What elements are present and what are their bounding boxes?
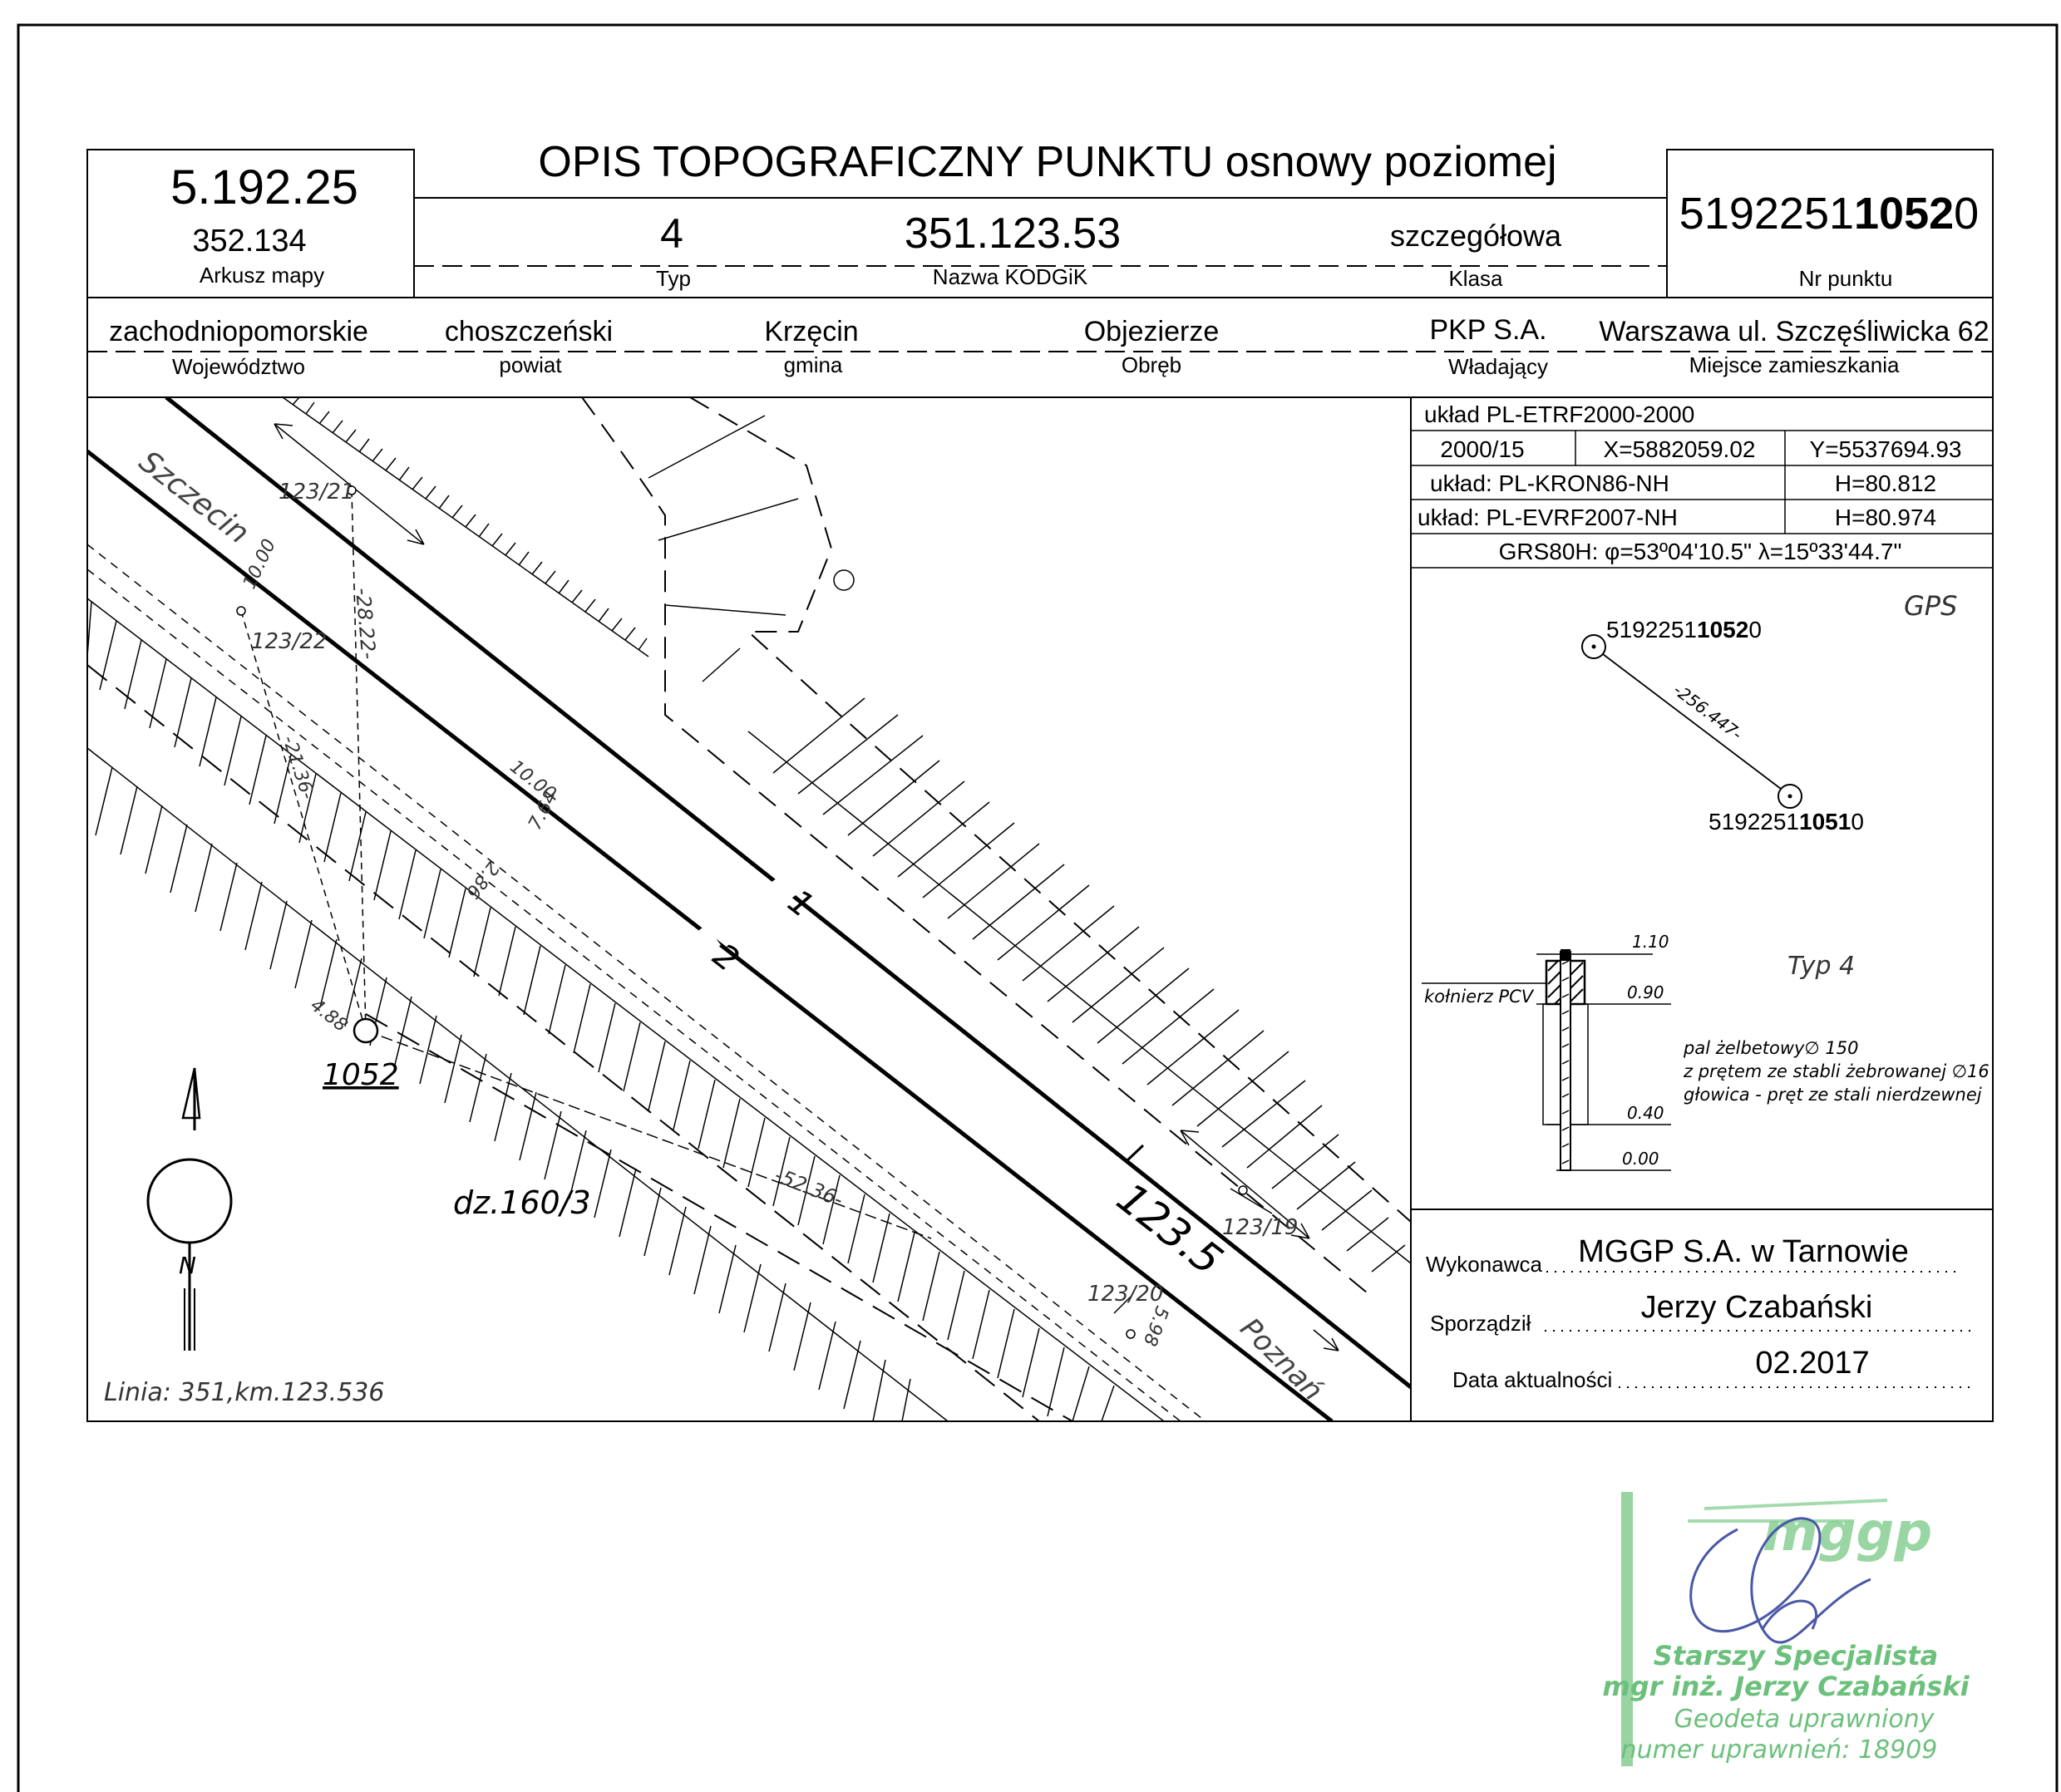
owner: PKP S.A. [1429,314,1546,346]
contractor-label: Wykonawca [1426,1252,1542,1277]
page-title: OPIS TOPOGRAFICZNY PUNKTU osnowy poziome… [538,138,1556,186]
kron-system: układ: PL-KRON86-NH [1430,470,1669,496]
mark-desc-3: głowica - pręt ze stali nierdzewnej [1684,1085,1982,1105]
point-1052-marker [353,1017,379,1044]
evrf-height: H=80.974 [1835,505,1936,530]
stamp-line-1: Starszy Specjalista [1654,1640,1938,1671]
mark-h040: 0.40 [1627,1103,1664,1123]
mark-h090: 0.90 [1627,982,1664,1002]
stamp-line-2: mgr inż. Jerzy Czabański [1602,1671,1970,1702]
author-label: Sporządził [1430,1311,1531,1336]
label-2136: -21.36- [278,733,318,802]
gps-point-a [1581,634,1606,659]
type-label: Typ [656,266,691,291]
approval-stamp: mggp Starszy Specjalista mgr inż. Jerzy … [1602,1492,1970,1766]
stamp-line-3: Geodeta uprawniony [1674,1705,1935,1734]
label-2822: -28.22- [351,587,380,660]
kron-height: H=80.812 [1835,470,1936,496]
precinct: Objezierze [1084,316,1220,347]
slope-hatch-top [292,397,648,651]
mark-type-label: Typ 4 [1787,952,1855,981]
commune-label: gmina [784,352,843,377]
coord-x: X=5882059.02 [1604,436,1756,462]
stamp-logo: mggp [1763,1502,1932,1563]
map-sheet-label: Arkusz mapy [200,263,324,288]
commune: Krzęcin [764,316,858,347]
embankment-hatch-2 [95,766,911,1421]
mark-desc-1: pal żelbetowy∅ 150 [1683,1038,1858,1058]
kodgik-label: Nazwa KODGiK [933,264,1088,289]
label-point-1052: 1052 [323,1058,399,1092]
map-sheet-sub: 352.134 [192,224,306,258]
evrf-system: układ: PL-EVRF2007-NH [1418,505,1678,530]
mark-h110: 1.10 [1632,932,1669,952]
label-parcel: dz.160/3 [453,1184,591,1221]
map-sheet-main: 5.192.25 [170,160,358,214]
label-123-22: 123/22 [251,629,327,654]
gps-label: GPS [1904,590,1957,622]
contractor: MGGP S.A. w Tarnowie [1578,1234,1909,1269]
label-286: 2.86 [461,857,503,902]
point-number-label: Nr punktu [1799,266,1893,291]
north-label: N [179,1252,196,1279]
label-488: 4.88 [306,995,351,1036]
county: choszczeński [445,316,613,347]
label-123-21: 123/21 [279,480,354,505]
mark-collar: kołnierz PCV [1424,987,1535,1007]
voivodeship-label: Województwo [172,354,305,379]
gps-point-a-label: 519225110520 [1606,617,1762,642]
coord-system: układ PL-ETRF2000-2000 [1424,401,1694,427]
point-number: 519225110520 [1679,189,1979,239]
label-poznan: Poznań [1234,1312,1329,1407]
gps-point-b-label: 519225110510 [1708,809,1864,834]
date-label: Data aktualności [1452,1367,1612,1392]
embankment-hatch-1 [87,601,1115,1421]
gps-point-b [1777,784,1802,809]
stamp-line-4: numer uprawnień: 18909 [1621,1735,1938,1765]
update-date: 02.2017 [1755,1346,1869,1381]
north-arrow-icon [146,1067,233,1351]
label-line-info: Linia: 351,km.123.536 [104,1378,384,1407]
precinct-label: Obręb [1122,352,1181,377]
owner-label: Władający [1448,354,1548,379]
mark-type-diagram [1422,949,1671,1171]
mark-h000: 0.00 [1622,1149,1659,1169]
label-123-20: 123/20 [1087,1282,1163,1307]
slope-hatch-right [772,697,1406,1273]
coord-y: Y=5537694.93 [1810,436,1962,462]
mark-desc-2: z prętem ze stabli żebrowanej ∅16 [1683,1061,1990,1081]
residence-label: Miejsce zamieszkania [1689,352,1900,377]
voivodeship: zachodniopomorskie [109,316,368,347]
author: Jerzy Czabański [1641,1290,1873,1325]
class-value: szczegółowa [1390,219,1562,253]
label-1000-a: 10.00 [239,536,280,593]
type-value: 4 [660,210,683,257]
kodgik-value: 351.123.53 [905,209,1121,258]
grs-coordinates: GRS80H: φ=53º04'10.5" λ=15º33'44.7" [1499,539,1902,564]
coord-zone: 2000/15 [1440,436,1524,462]
residence: Warszawa ul. Szczęśliwicka 62 [1599,316,1989,347]
label-123-19: 123/19 [1222,1215,1298,1240]
county-label: powiat [499,352,562,377]
class-label: Klasa [1448,266,1503,291]
sketch-map [87,397,1411,1421]
tree-symbol [833,569,855,591]
page-border [17,23,2059,1792]
label-598: 5.98 [1139,1303,1172,1349]
